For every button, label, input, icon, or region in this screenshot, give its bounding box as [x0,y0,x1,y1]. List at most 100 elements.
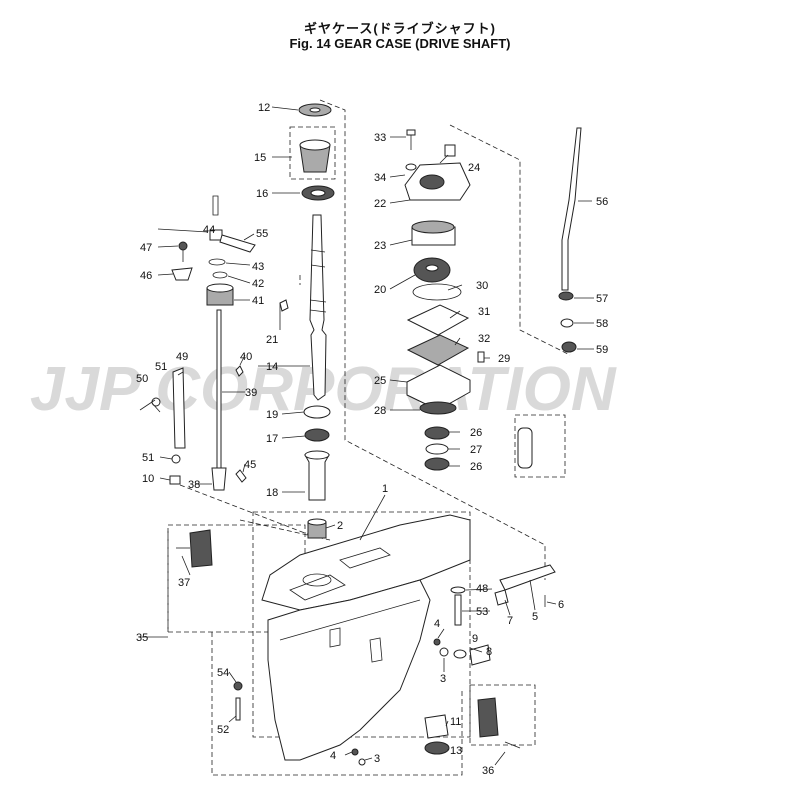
part-45-pin [235,469,247,483]
callout-8: 8 [486,646,492,658]
callout-25: 25 [374,375,386,387]
part-5-plate [499,564,556,591]
part-37-anode [189,529,213,568]
callout-40: 40 [240,351,252,363]
callout-56: 56 [596,196,608,208]
callout-5: 5 [532,611,538,623]
callout-59: 59 [596,344,608,356]
callout-11: 11 [450,716,461,728]
part-4-washer-upper [433,638,441,646]
part-11-gear [424,714,449,739]
part-27-spacer [425,443,449,455]
part-25-pump-base [406,364,471,411]
callout-37: 37 [178,577,190,589]
part-48-washer [450,586,466,594]
callout-1: 1 [382,483,388,495]
figure-title-english: Fig. 14 GEAR CASE (DRIVE SHAFT) [289,36,511,51]
callout-36: 36 [482,765,494,777]
callout-3-upper: 3 [440,673,446,685]
callout-49: 49 [176,351,188,363]
callout-labels: 12 15 16 44 55 47 43 46 42 41 21 40 49 5… [136,102,608,777]
part-24-grommet [444,144,456,157]
part-26-oil-seal-bottom [424,457,450,471]
part-39-shift-rod [216,309,222,471]
shift-rod-assembly [139,195,256,491]
part-30-gasket [412,283,462,301]
part-54-washer [233,681,243,691]
callout-20: 20 [374,284,386,296]
callout-55: 55 [256,228,268,240]
callout-12: 12 [258,102,270,114]
gear-case-housing [176,514,556,766]
callout-22: 22 [374,198,386,210]
callout-2: 2 [337,520,343,532]
callout-24: 24 [468,162,480,174]
part-3-screw-lower [358,758,366,766]
part-36-anode [477,697,499,738]
callout-35: 35 [136,632,148,644]
callout-3-lower: 3 [374,753,380,765]
part-58-seal [560,318,574,328]
part-10-fitting [169,475,181,485]
part-43-oring [208,258,226,266]
callout-57: 57 [596,293,608,305]
callout-48: 48 [476,583,488,595]
callout-31: 31 [478,306,490,318]
part-26-oil-seal-top [424,426,450,440]
callout-28: 28 [374,405,386,417]
part-19-oring [303,405,331,419]
part-34-washer [405,163,417,171]
callout-45: 45 [244,459,256,471]
callout-15: 15 [254,152,266,164]
callout-17: 17 [266,433,278,445]
callout-44: 44 [203,224,215,236]
callout-41: 41 [252,295,264,307]
callout-6: 6 [558,599,564,611]
callout-51-top: 51 [155,361,167,373]
part-21-key [279,299,289,312]
assembly-guide-lines [167,99,571,776]
figure-title-japanese: ギヤケース(ドライブシャフト) [303,21,496,36]
part-32-gasket [406,334,470,366]
callout-52: 52 [217,724,229,736]
callout-53: 53 [476,606,488,618]
callout-19: 19 [266,409,278,421]
callout-33: 33 [374,132,386,144]
callout-4-upper: 4 [434,618,440,630]
part-42-oring [212,271,228,279]
callout-16: 16 [256,188,268,200]
part-49-shift-lever [172,367,186,449]
part-3-screw-upper [439,647,449,657]
callout-58: 58 [596,318,608,330]
callout-50: 50 [136,373,148,385]
part-38-joint [211,467,227,491]
callout-18: 18 [266,487,278,499]
part-57-grommet [558,291,574,301]
part-7-bracket [494,589,509,606]
callout-9: 9 [472,633,478,645]
callout-38: 38 [188,479,200,491]
callout-29: 29 [498,353,510,365]
callout-10: 10 [142,473,154,485]
callout-23: 23 [374,240,386,252]
callout-30: 30 [476,280,488,292]
part-47-bolt [178,241,188,251]
callout-46: 46 [140,270,152,282]
callout-7: 7 [507,615,513,627]
part-40-pin [235,365,244,377]
part-9-gasket [453,649,467,659]
part-59-grommet [561,341,577,353]
seal-tool [517,427,533,469]
callout-14: 14 [266,361,278,373]
callout-26-top: 26 [470,427,482,439]
part-53-bolt [454,594,462,626]
callout-26-bottom: 26 [470,461,482,473]
callout-27: 27 [470,444,482,456]
callout-4-lower: 4 [330,750,336,762]
callout-21: 21 [266,334,278,346]
part-28-seal [419,401,457,415]
part-1-gear-case-body [267,579,431,761]
callout-32: 32 [478,333,490,345]
callout-51-bottom: 51 [142,452,154,464]
